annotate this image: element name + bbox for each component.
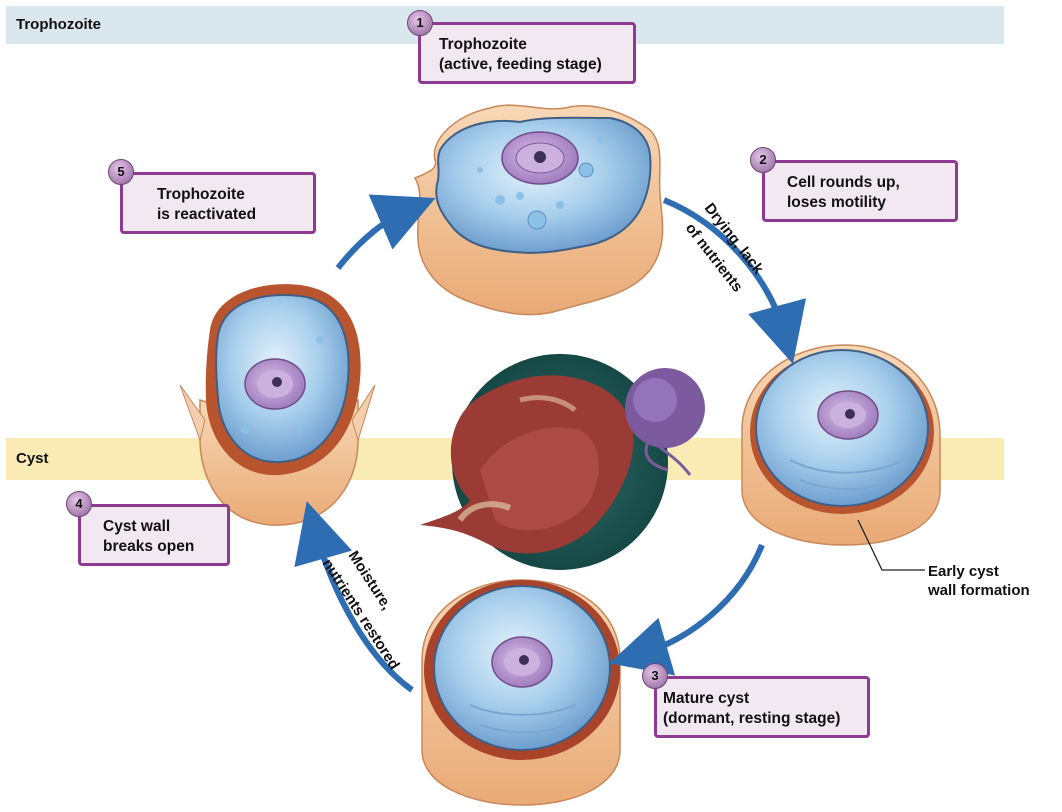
step-4-number-badge: 4 [66,491,92,517]
cyst-wall-leader-line [857,519,925,571]
arrow-trophozoite-to-rounding [662,197,807,364]
step-2-line1: Cell rounds up, [787,174,900,191]
trophozoite-cell-illustration [413,104,664,316]
rounded-cell-illustration [741,344,941,546]
step-4-line1: Cyst wall [103,518,171,535]
step-3-line1: Mature cyst [663,690,750,707]
breaking-cyst-illustration [179,284,376,526]
cyst-band-label: Cyst [16,450,49,467]
step-1-number-badge: 1 [407,10,433,36]
step-1-line1: Trophozoite [439,36,527,53]
step-3-box: Mature cyst (dormant, resting stage) [654,676,870,738]
micrograph-image [420,354,705,570]
arrow-cyst-to-breaking [294,501,414,693]
step-2-line2: loses motility [787,194,887,211]
step-3-line2: (dormant, resting stage) [663,710,841,727]
step-3-number-badge: 3 [642,663,668,689]
mature-cyst-illustration [421,579,621,806]
step-5-line1: Trophozoite [157,186,245,203]
step-2-number-badge: 2 [750,147,776,173]
cycle-arrows [294,194,807,693]
step-1-line2: (active, feeding stage) [439,56,602,73]
step-2-box: Cell rounds up, loses motility [762,160,958,222]
callout-line2: wall formation [928,582,1030,599]
trophozoite-band-label: Trophozoite [16,16,101,33]
arrow-breaking-to-trophozoite [335,194,436,270]
step-4-line2: breaks open [103,538,195,555]
step-5-box: Trophozoite is reactivated [120,172,316,234]
step-4-box: Cyst wall breaks open [78,504,230,566]
arrow-rounding-to-cyst [609,543,765,676]
step-1-box: Trophozoite (active, feeding stage) [418,22,636,84]
step-5-number-badge: 5 [108,159,134,185]
early-cyst-wall-callout: Early cyst wall formation [928,562,1030,600]
step-5-line2: is reactivated [157,206,257,223]
callout-line1: Early cyst [928,563,999,580]
